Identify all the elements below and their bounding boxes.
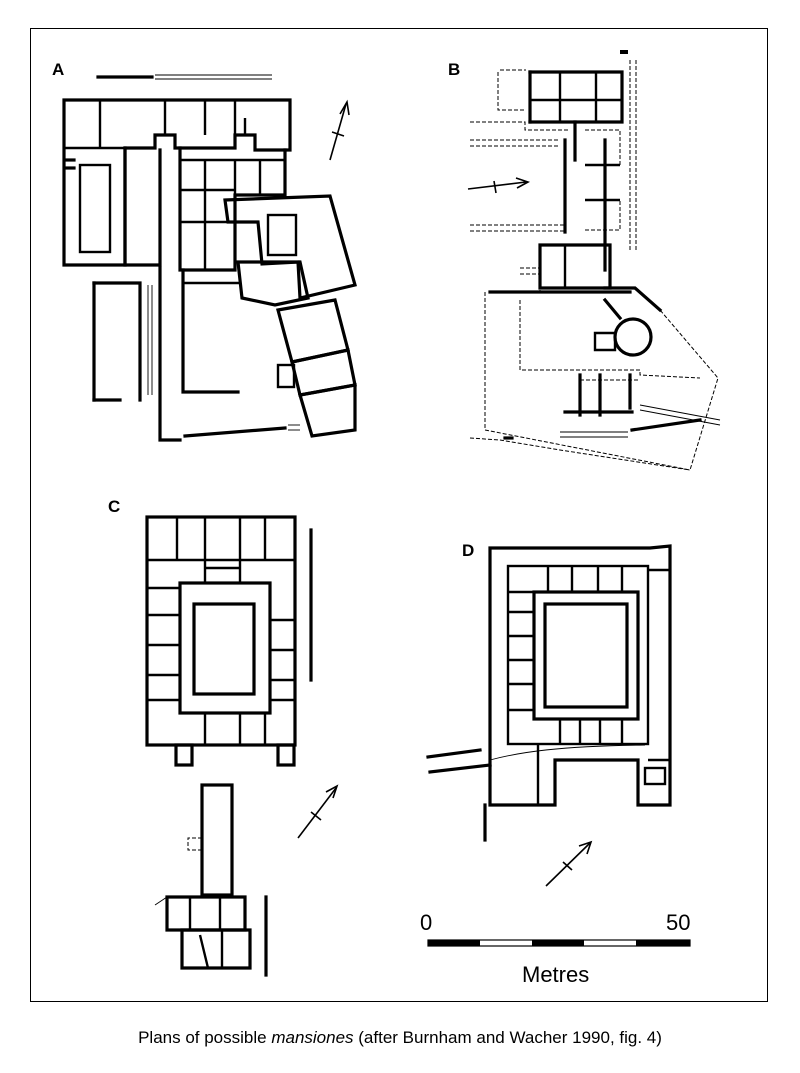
plan-c-label: C xyxy=(108,497,120,516)
plan-b-label: B xyxy=(448,60,460,79)
plan-d-outer-wall xyxy=(488,544,672,807)
caption-suffix: (after Burnham and Wacher 1990, fig. 4) xyxy=(353,1028,662,1047)
plan-c-courtyard xyxy=(192,602,256,696)
scale-unit-label: Metres xyxy=(522,962,589,987)
figure-caption: Plans of possible mansiones (after Burnh… xyxy=(0,1028,800,1048)
scale-bar: 0 50 Metres xyxy=(420,910,691,987)
scale-min-label: 0 xyxy=(420,910,432,935)
plan-a: A xyxy=(52,60,357,442)
scale-max-label: 50 xyxy=(666,910,690,935)
plan-d-north-arrow xyxy=(545,842,591,887)
plan-c-outer-wall xyxy=(145,515,297,747)
figure-frame xyxy=(30,28,768,1002)
plan-a-label: A xyxy=(52,60,64,79)
plan-b-round-room xyxy=(613,317,653,357)
plan-d: D xyxy=(426,541,672,887)
plan-c: C xyxy=(108,497,339,977)
plan-c-lower-building xyxy=(200,783,234,897)
caption-prefix: Plans of possible xyxy=(138,1028,272,1047)
plan-d-label: D xyxy=(462,541,474,560)
caption-italic: mansiones xyxy=(271,1028,354,1047)
plan-d-courtyard xyxy=(543,602,629,709)
plan-c-north-arrow xyxy=(297,787,337,839)
plan-a-rotated-block xyxy=(223,194,357,300)
plan-b: B xyxy=(448,50,721,471)
plan-b-north-arrow xyxy=(467,181,527,190)
plan-a-north-arrow xyxy=(329,103,347,161)
plan-a-west-range xyxy=(62,98,292,267)
